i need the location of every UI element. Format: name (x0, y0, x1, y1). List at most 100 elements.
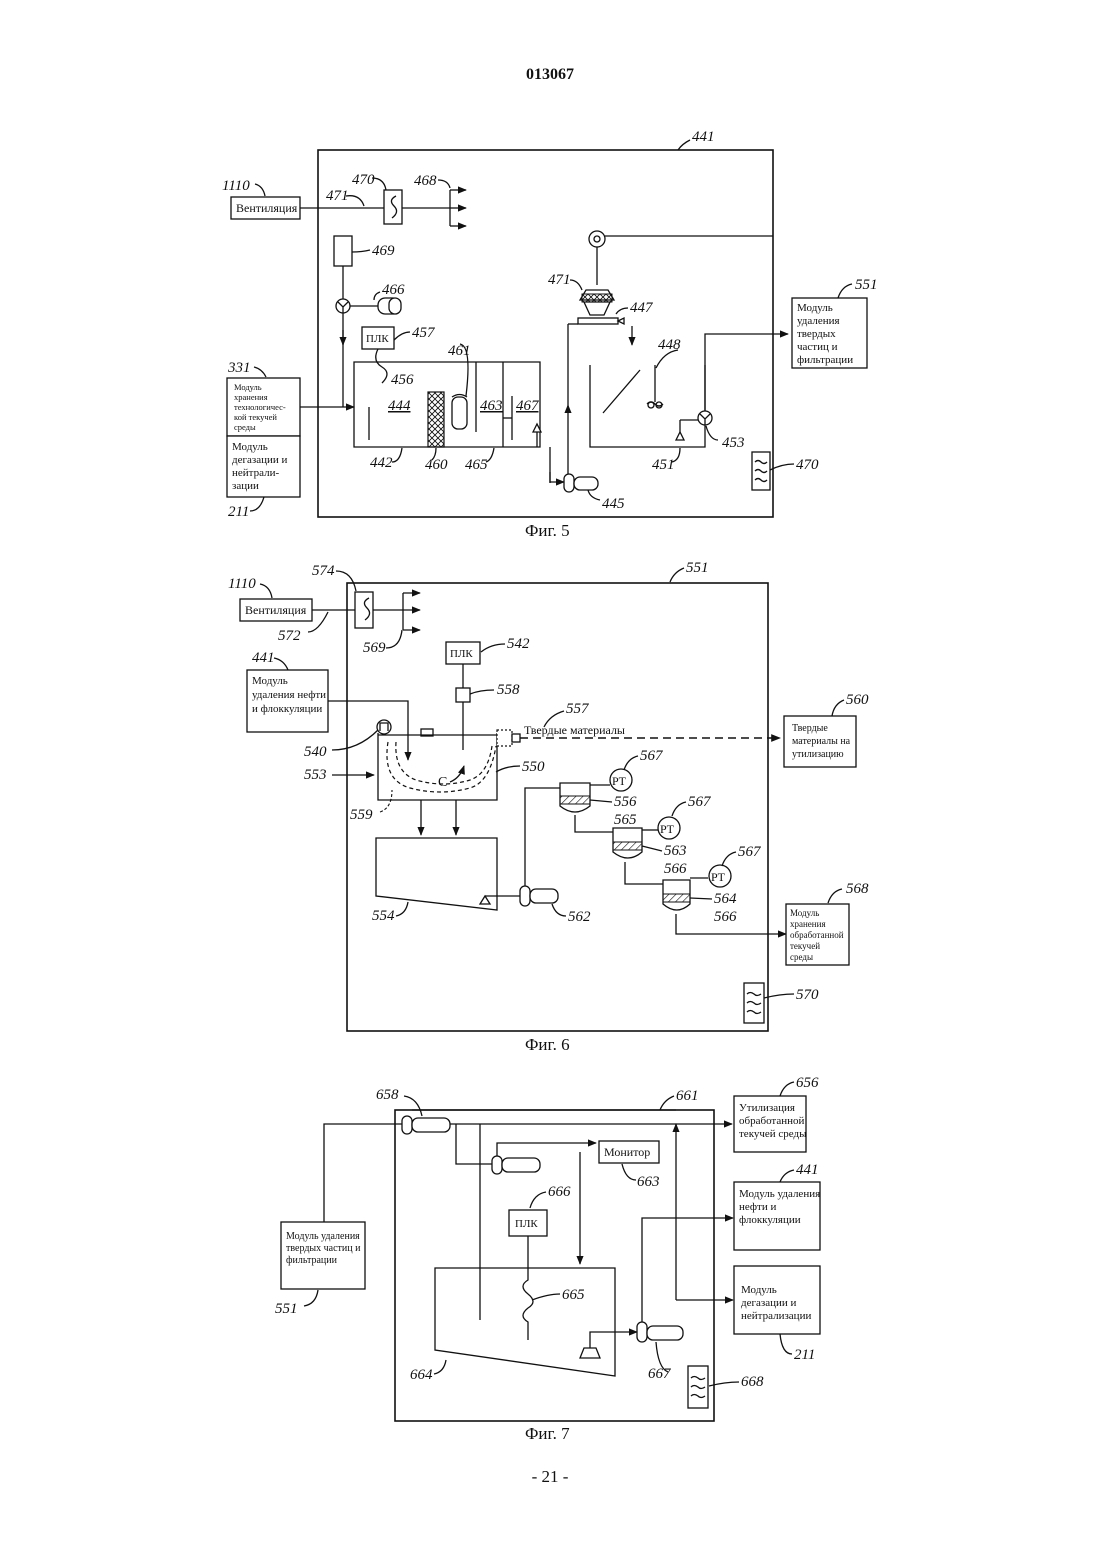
ref-658: 658 (376, 1087, 399, 1103)
filter-471 (582, 294, 612, 302)
pump-658-motor (412, 1118, 450, 1132)
monitor-663-label: Монитор (604, 1145, 650, 1159)
ref-664: 664 (410, 1367, 433, 1383)
degas-line-4: зации (232, 480, 259, 492)
degas7-line-1: Модуль (741, 1284, 777, 1296)
fig5-caption: Фиг. 5 (525, 521, 570, 540)
pt-label-1: PT (612, 774, 627, 788)
ref-574: 574 (312, 563, 335, 579)
hopper-447 (584, 302, 610, 315)
ventilation-label-fig6: Вентиляция (245, 603, 307, 617)
ref-551: 551 (855, 277, 878, 293)
ref-568: 568 (846, 881, 869, 897)
ref-562: 562 (568, 909, 591, 925)
oil7-line-3: флоккуляции (739, 1214, 801, 1226)
ref-470-bottom: 470 (796, 457, 819, 473)
pump-658-head (402, 1116, 412, 1134)
solids-line-5: фильтрации (797, 354, 853, 366)
ref-1110-fig6: 1110 (228, 576, 256, 592)
unit-469 (334, 236, 352, 266)
degas-line-2: дегазации и (232, 454, 288, 466)
disposal-line-3: утилизацию (792, 749, 844, 760)
oil-line-1: Модуль (252, 675, 288, 687)
pump-sample-head (492, 1156, 502, 1174)
ref-445: 445 (602, 496, 625, 512)
degas-line-3: нейтрали- (232, 467, 279, 479)
disposal-line-1: Твердые (792, 723, 828, 734)
treated-line-4: текучей (790, 941, 820, 951)
ref-558: 558 (497, 682, 520, 698)
ref-471-bottom: 471 (548, 272, 571, 288)
ref-666: 666 (548, 1184, 571, 1200)
pump-445-head (564, 474, 574, 492)
ref-469: 469 (372, 243, 395, 259)
treated-line-5: среды (790, 952, 813, 962)
ref-667: 667 (648, 1366, 672, 1382)
sensor-558 (456, 688, 470, 702)
pump-562-motor (530, 889, 558, 903)
ref-447: 447 (630, 300, 654, 316)
ref-444: 444 (388, 398, 411, 414)
ref-211-fig7: 211 (794, 1347, 815, 1363)
storage-line-1: Модуль (234, 382, 262, 392)
disposal7-line-1: Утилизация (739, 1102, 795, 1114)
ref-665: 665 (562, 1287, 585, 1303)
filter-vessel-1 (560, 783, 590, 812)
ref-442: 442 (370, 455, 393, 471)
blower-icon (589, 231, 605, 247)
ref-460: 460 (425, 457, 448, 473)
ref-553: 553 (304, 767, 327, 783)
flow-letter-c: C (438, 775, 447, 790)
ref-663: 663 (637, 1174, 660, 1190)
ref-551-fig7: 551 (275, 1301, 298, 1317)
figure-6: 551 Вентиляция 1110 574 572 569 ПЛК 542 … (228, 560, 869, 1054)
ref-465: 465 (465, 457, 488, 473)
ref-453: 453 (722, 435, 745, 451)
storage-line-5: среды (234, 422, 256, 432)
heat-exchanger-574 (355, 592, 373, 628)
ref-441: 441 (692, 129, 715, 145)
pump-667-motor (647, 1326, 683, 1340)
ref-451: 451 (652, 457, 675, 473)
solids7-line-2: твердых частиц и (286, 1243, 361, 1254)
treated-line-2: хранения (790, 919, 826, 929)
degas-line-1: Модуль (232, 441, 268, 453)
ref-331: 331 (227, 360, 251, 376)
ventilation-label: Вентиляция (236, 201, 298, 215)
flocculant-461 (452, 397, 467, 429)
solids-flow-label: Твердые материалы (524, 723, 625, 737)
oil7-line-1: Модуль удаления (739, 1188, 820, 1200)
plc-542-label: ПЛК (450, 648, 473, 660)
ref-569: 569 (363, 640, 386, 656)
sensor-540 (377, 720, 391, 734)
ref-468: 468 (414, 173, 437, 189)
solids-line-3: твердых (797, 328, 836, 340)
fig7-caption: Фиг. 7 (525, 1424, 570, 1443)
ref-661: 661 (676, 1088, 699, 1104)
ref-470-top: 470 (352, 172, 375, 188)
pump-562-head (520, 886, 530, 906)
pump-sample-motor (502, 1158, 540, 1172)
ref-668: 668 (741, 1374, 764, 1390)
ref-554: 554 (372, 908, 395, 924)
auger-557 (497, 730, 512, 746)
oil7-line-2: нефти и (739, 1201, 776, 1213)
plc-666-label: ПЛК (515, 1218, 538, 1230)
ref-550: 550 (522, 759, 545, 775)
oil-line-2: удаления нефти (252, 689, 326, 701)
ref-564: 564 (714, 891, 737, 907)
oil-line-3: и флоккуляции (252, 703, 322, 715)
ref-211: 211 (228, 504, 249, 520)
plc-457-label: ПЛК (366, 333, 389, 345)
ref-567-c: 567 (738, 844, 762, 860)
fig6-caption: Фиг. 6 (525, 1035, 570, 1054)
treated-line-3: обработанной (790, 930, 844, 940)
treated-line-1: Модуль (790, 908, 819, 918)
ref-441-fig7: 441 (796, 1162, 819, 1178)
ref-567-b: 567 (688, 794, 712, 810)
solids-line-2: удаления (797, 315, 840, 327)
pt-label-2: PT (660, 822, 675, 836)
solids7-line-3: фильтрации (286, 1255, 338, 1266)
ref-570: 570 (796, 987, 819, 1003)
